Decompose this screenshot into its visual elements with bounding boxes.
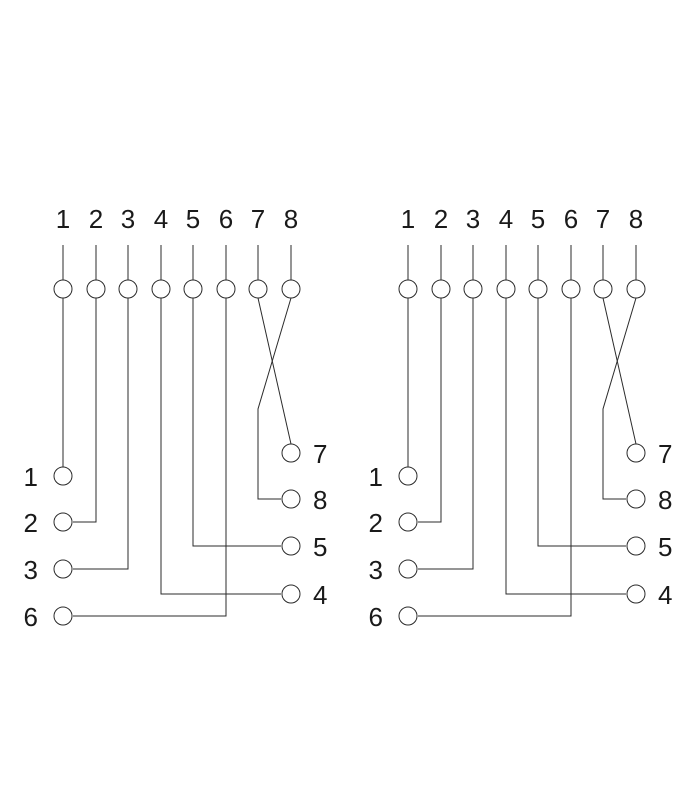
left-labels: 1 2 3 6 [24,462,38,632]
top-label-6: 6 [564,204,578,234]
right-label-7: 7 [658,439,672,469]
right-pin-column [626,443,646,604]
top-label-1: 1 [401,204,415,234]
left-labels: 1 2 3 6 [369,462,383,632]
top-label-7: 7 [596,204,610,234]
right-pin-7 [626,443,646,463]
top-pin-3 [118,279,138,299]
wire-4 [505,245,626,595]
right-label-7: 7 [313,439,327,469]
right-label-5: 5 [658,532,672,562]
right-pin-5 [626,536,646,556]
top-pin-7 [593,279,613,299]
top-pin-4 [151,279,171,299]
left-pin-3 [398,559,418,579]
left-pin-6 [398,606,418,626]
left-pin-2 [53,512,73,532]
top-label-1: 1 [56,204,70,234]
top-label-8: 8 [629,204,643,234]
left-label-6: 6 [369,602,383,632]
top-pin-5 [183,279,203,299]
left-label-2: 2 [24,508,38,538]
left-label-3: 3 [24,555,38,585]
top-pin-1 [53,279,73,299]
right-label-4: 4 [658,580,672,610]
left-pin-1 [53,466,73,486]
top-pin-8 [626,279,646,299]
top-pin-1 [398,279,418,299]
wires [407,245,637,617]
top-pin-row [53,279,301,299]
left-pin-column [53,466,73,626]
right-pin-8 [281,489,301,509]
top-label-5: 5 [531,204,545,234]
wiring-panel-left: 1 2 3 4 5 6 7 8 1 2 3 6 7 8 5 4 [24,204,328,632]
right-pin-7 [281,443,301,463]
top-pin-3 [463,279,483,299]
wire-5 [192,245,281,547]
top-label-2: 2 [89,204,103,234]
top-labels: 1 2 3 4 5 6 7 8 [401,204,643,234]
right-labels: 7 8 5 4 [658,439,672,610]
left-pin-3 [53,559,73,579]
left-label-2: 2 [369,508,383,538]
left-label-3: 3 [369,555,383,585]
top-labels: 1 2 3 4 5 6 7 8 [56,204,298,234]
top-label-5: 5 [186,204,200,234]
top-pin-2 [86,279,106,299]
top-pin-7 [248,279,268,299]
top-label-8: 8 [284,204,298,234]
right-label-8: 8 [658,485,672,515]
right-pin-4 [626,584,646,604]
right-pin-column [281,443,301,604]
wire-4 [160,245,281,595]
top-label-6: 6 [219,204,233,234]
right-label-8: 8 [313,485,327,515]
top-label-7: 7 [251,204,265,234]
right-labels: 7 8 5 4 [313,439,327,610]
wires [62,245,292,617]
left-label-6: 6 [24,602,38,632]
top-pin-8 [281,279,301,299]
wire-7-cross [602,245,637,445]
right-label-5: 5 [313,532,327,562]
top-pin-5 [528,279,548,299]
right-pin-5 [281,536,301,556]
top-label-4: 4 [154,204,168,234]
right-pin-4 [281,584,301,604]
top-label-3: 3 [466,204,480,234]
wire-7-cross [257,245,292,445]
top-label-2: 2 [434,204,448,234]
top-pin-6 [561,279,581,299]
left-pin-2 [398,512,418,532]
left-label-1: 1 [24,462,38,492]
top-pin-6 [216,279,236,299]
top-pin-row [398,279,646,299]
left-label-1: 1 [369,462,383,492]
top-label-4: 4 [499,204,513,234]
left-pin-column [398,466,418,626]
left-pin-6 [53,606,73,626]
wire-5 [537,245,626,547]
top-label-3: 3 [121,204,135,234]
top-pin-4 [496,279,516,299]
right-label-4: 4 [313,580,327,610]
wiring-panel-right: 1 2 3 4 5 6 7 8 1 2 3 6 7 8 5 4 [369,204,673,632]
right-pin-8 [626,489,646,509]
top-pin-2 [431,279,451,299]
left-pin-1 [398,466,418,486]
